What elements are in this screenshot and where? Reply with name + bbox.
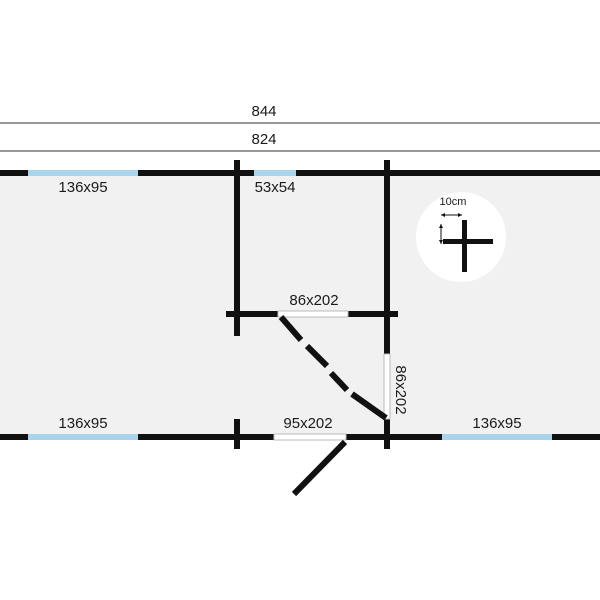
detail-arrowhead-left [441, 213, 445, 217]
partition-wall-left-bottom-stub [234, 419, 240, 449]
detail-arrowhead-down [439, 240, 443, 244]
detail-arrowhead-up [439, 224, 443, 228]
door-leaf-side [350, 391, 388, 421]
window-top-left [28, 170, 138, 176]
door-entrance-opening [273, 433, 347, 441]
partition-wall-right [384, 160, 390, 354]
detail-wall-vertical [462, 220, 467, 272]
label-wall-thickness: 10cm [440, 196, 467, 208]
label-window-bottom-left: 136x95 [58, 415, 107, 432]
door-leaf-interior-2 [304, 343, 330, 369]
partition-wall-left [234, 160, 240, 336]
door-interior-opening [277, 310, 349, 318]
label-door-entrance: 95x202 [283, 415, 332, 432]
detail-arrowhead-right [458, 213, 462, 217]
window-top-middle [254, 170, 296, 176]
label-door-side: 86x202 [392, 365, 409, 414]
door-side-opening [383, 353, 391, 420]
door-leaf-interior-1 [278, 315, 304, 342]
label-window-bottom-right: 136x95 [472, 415, 521, 432]
partition-wall-right-bottom [384, 419, 390, 449]
window-bottom-right [442, 434, 552, 440]
detail-wall-horizontal [443, 239, 493, 244]
door-leaves [278, 315, 388, 497]
door-leaf-entrance [291, 439, 348, 497]
door-leaf-interior-3 [328, 370, 350, 393]
top-outer-wall [0, 170, 600, 176]
window-bottom-left [28, 434, 138, 440]
wall-thickness-detail: 10cm [416, 192, 506, 282]
detail-circle [416, 192, 506, 282]
dimension-inner-width: 824 [251, 131, 276, 148]
label-window-top-middle: 53x54 [255, 179, 296, 196]
label-window-top-left: 136x95 [58, 179, 107, 196]
dimension-outer-width: 844 [251, 103, 276, 120]
label-door-interior: 86x202 [289, 292, 338, 309]
